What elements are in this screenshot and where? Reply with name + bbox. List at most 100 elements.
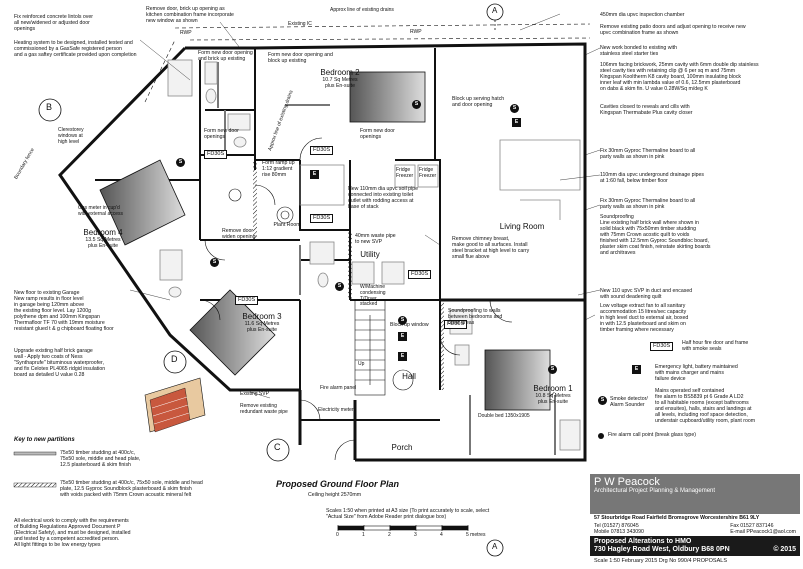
drawing-info: Scale 1:50 February 2015 Drg No 990/4 PR… [594, 558, 727, 564]
new-partitions [217, 62, 556, 455]
note-bonded-work: New work bonded to existing with stainle… [600, 45, 677, 57]
section-a-marker-top: A [492, 6, 498, 15]
project-address-text: 730 Hagley Road West, Oldbury B68 0PN [594, 546, 730, 553]
room-name: Plant Room [273, 222, 301, 228]
note-extract-fan: Low voltage extract fan to all sanitary … [600, 303, 689, 333]
room-name: Hall [402, 372, 416, 381]
door-swings [199, 137, 513, 461]
section-c-marker: C [274, 442, 281, 452]
scale-tick-label: 1 [362, 532, 365, 538]
room-area: 11.6 Sq Metres plus En-suite [244, 321, 280, 333]
room-name: Bedroom 1 [533, 384, 573, 393]
company-mobile: Mobile 07813 343090 [594, 529, 644, 535]
scale-tick-label: 4 [440, 532, 443, 538]
copyright-text: © 2015 [773, 546, 796, 553]
smoke-detector-icon: S [176, 158, 185, 167]
fridge-label: Fridge Freezer [396, 167, 414, 179]
ic-label: Existing IC [288, 21, 312, 27]
smoke-detector-icon: S [510, 104, 519, 113]
washer-label: W/Machine condensing T/Dryer stacked [360, 284, 386, 308]
room-area: 10.8 Sq Metres plus En-suite [535, 393, 571, 405]
note-waste-pipe: 40mm waste pipe to new SVP [355, 233, 396, 245]
key-item-soundblock: 75x50 timber studding at 400c/c, 75x50 s… [60, 480, 203, 498]
note-door-block-up: Form new door opening and block up exist… [268, 52, 333, 64]
smoke-detector-icon: S [335, 282, 344, 291]
scale-note: Scales 1:50 when printed at A3 size (To … [326, 508, 490, 520]
rwp-label: RWP [410, 29, 422, 35]
scale-tick-label: 2 [388, 532, 391, 538]
scale-segment [337, 525, 365, 531]
wall-insulation-illustration [144, 377, 206, 433]
kitchen-units [299, 139, 581, 220]
leader-lines [129, 13, 601, 399]
room-living: Living Room [486, 222, 558, 231]
note-door-brick-up: Form new door opening and brick up exist… [198, 50, 253, 62]
note-lintols: Fix reinforced concrete lintols over all… [14, 14, 93, 32]
key-samples [13, 451, 57, 488]
title-block-header: P W Peacock Architectural Project Planni… [590, 474, 800, 514]
room-plant: Plant Room [267, 222, 307, 228]
smoke-detector-icon: S [398, 316, 407, 325]
company-tel: Tel (01527) 876045 [594, 523, 639, 529]
note-svp-duct: New 110 upvc SVP in duct and encased wit… [600, 288, 693, 300]
hall-features [228, 188, 414, 391]
note-fire-alarm: Mains operated self contained fire alarm… [655, 388, 756, 424]
room-name: Bedroom 3 [242, 312, 282, 321]
room-name: Bedroom 2 [320, 68, 360, 77]
fire-door-tag: FD30S [204, 150, 228, 159]
drain-lines [144, 23, 591, 103]
drains-label: Approx line of existing drains [330, 7, 394, 13]
note-heating: Heating system to be designed, installed… [14, 40, 137, 58]
fire-door-tag: FD30S [408, 270, 432, 279]
stair-up-label: Up [358, 361, 365, 367]
note-thermaline-2: Fix 30mm Gyproc Thermaline board to all … [600, 198, 696, 210]
section-d-marker: D [171, 354, 178, 364]
note-inspection-chamber: 450mm dia upvc inspection chamber [600, 12, 685, 18]
emergency-light-icon: E [512, 118, 521, 127]
room-porch: Porch [384, 443, 420, 452]
note-block-window: Block up window [390, 322, 429, 328]
note-soil-pipe: New 110mm dia upvc soil pipe connected i… [348, 186, 418, 210]
smoke-detector-icon: S [210, 258, 219, 267]
note-widen-opening: Remove door widen opening [222, 228, 256, 240]
note-soundproofing-spec: Soundproofing Line existing half brick w… [600, 214, 711, 256]
external-walls [58, 42, 587, 462]
room-name: Living Room [499, 222, 545, 231]
fire-door-tag-key: FD30S [650, 342, 674, 351]
existing-svp-label: Existing SVP [240, 391, 269, 397]
note-emergency-light: Emergency light, battery maintained with… [655, 364, 738, 382]
remove-waste-label: Remove existing redundant waste pipe [240, 403, 288, 415]
note-thermaline-1: Fix 30mm Gyproc Thermaline board to all … [600, 148, 696, 160]
project-title: Proposed Alterations to HMO [594, 538, 692, 545]
note-ramp: Form ramp up 1:12 gradient rise 80mm [262, 160, 295, 178]
room-utility: Utility [350, 250, 390, 259]
key-title: Key to new partitions [14, 437, 75, 443]
gas-meter-label: Gas meter in cup'd with external access [78, 205, 124, 217]
emergency-light-key-icon: E [632, 365, 641, 374]
plan-title: Proposed Ground Floor Plan [276, 479, 400, 489]
company-email: E-mail PPeacock1@aol.com [730, 529, 796, 535]
project-details: Proposed Alterations to HMO 730 Hagley R… [590, 536, 800, 556]
room-bedroom-4: Bedroom 4 13.5 Sq Metres plus En-suite [70, 228, 136, 249]
electrical-note: All electrical work to comply with the r… [14, 518, 131, 548]
section-markers [38, 3, 504, 557]
key-item-timber: 75x50 timber studding at 400c/c, 75x50 s… [60, 450, 141, 468]
fire-panel-label: Fire alarm panel [320, 385, 357, 391]
company-address: 57 Stourbridge Road Fairfield Bromsgrove… [594, 515, 760, 521]
scale-tick-label: 5 metres [466, 532, 486, 538]
fire-door-tag: FD30S [235, 296, 259, 305]
smoke-detector-icon: S [412, 100, 421, 109]
room-name: Porch [391, 443, 413, 452]
smoke-detector-key-icon: S [598, 396, 607, 405]
smoke-detector-icon: S [548, 365, 557, 374]
note-call-point: Fire alarm call point (break glass type) [608, 432, 696, 438]
room-bedroom-3: Bedroom 3 11.6 Sq Metres plus En-suite [230, 312, 294, 333]
scale-segment [389, 525, 417, 531]
note-soundproofing-walls: Soundproofing to walls between bedrooms … [448, 308, 503, 326]
note-garage-floor: New floor to existing Garage New ramp re… [14, 290, 114, 332]
room-bedroom-2: Bedroom 2 10.7 Sq Metres plus En-suite [310, 68, 370, 89]
room-name: Bedroom 4 [83, 228, 123, 237]
scale-segment [415, 525, 443, 531]
note-new-door-openings: Form new door openings [360, 128, 395, 140]
fire-door-tag: FD30S [310, 146, 334, 155]
